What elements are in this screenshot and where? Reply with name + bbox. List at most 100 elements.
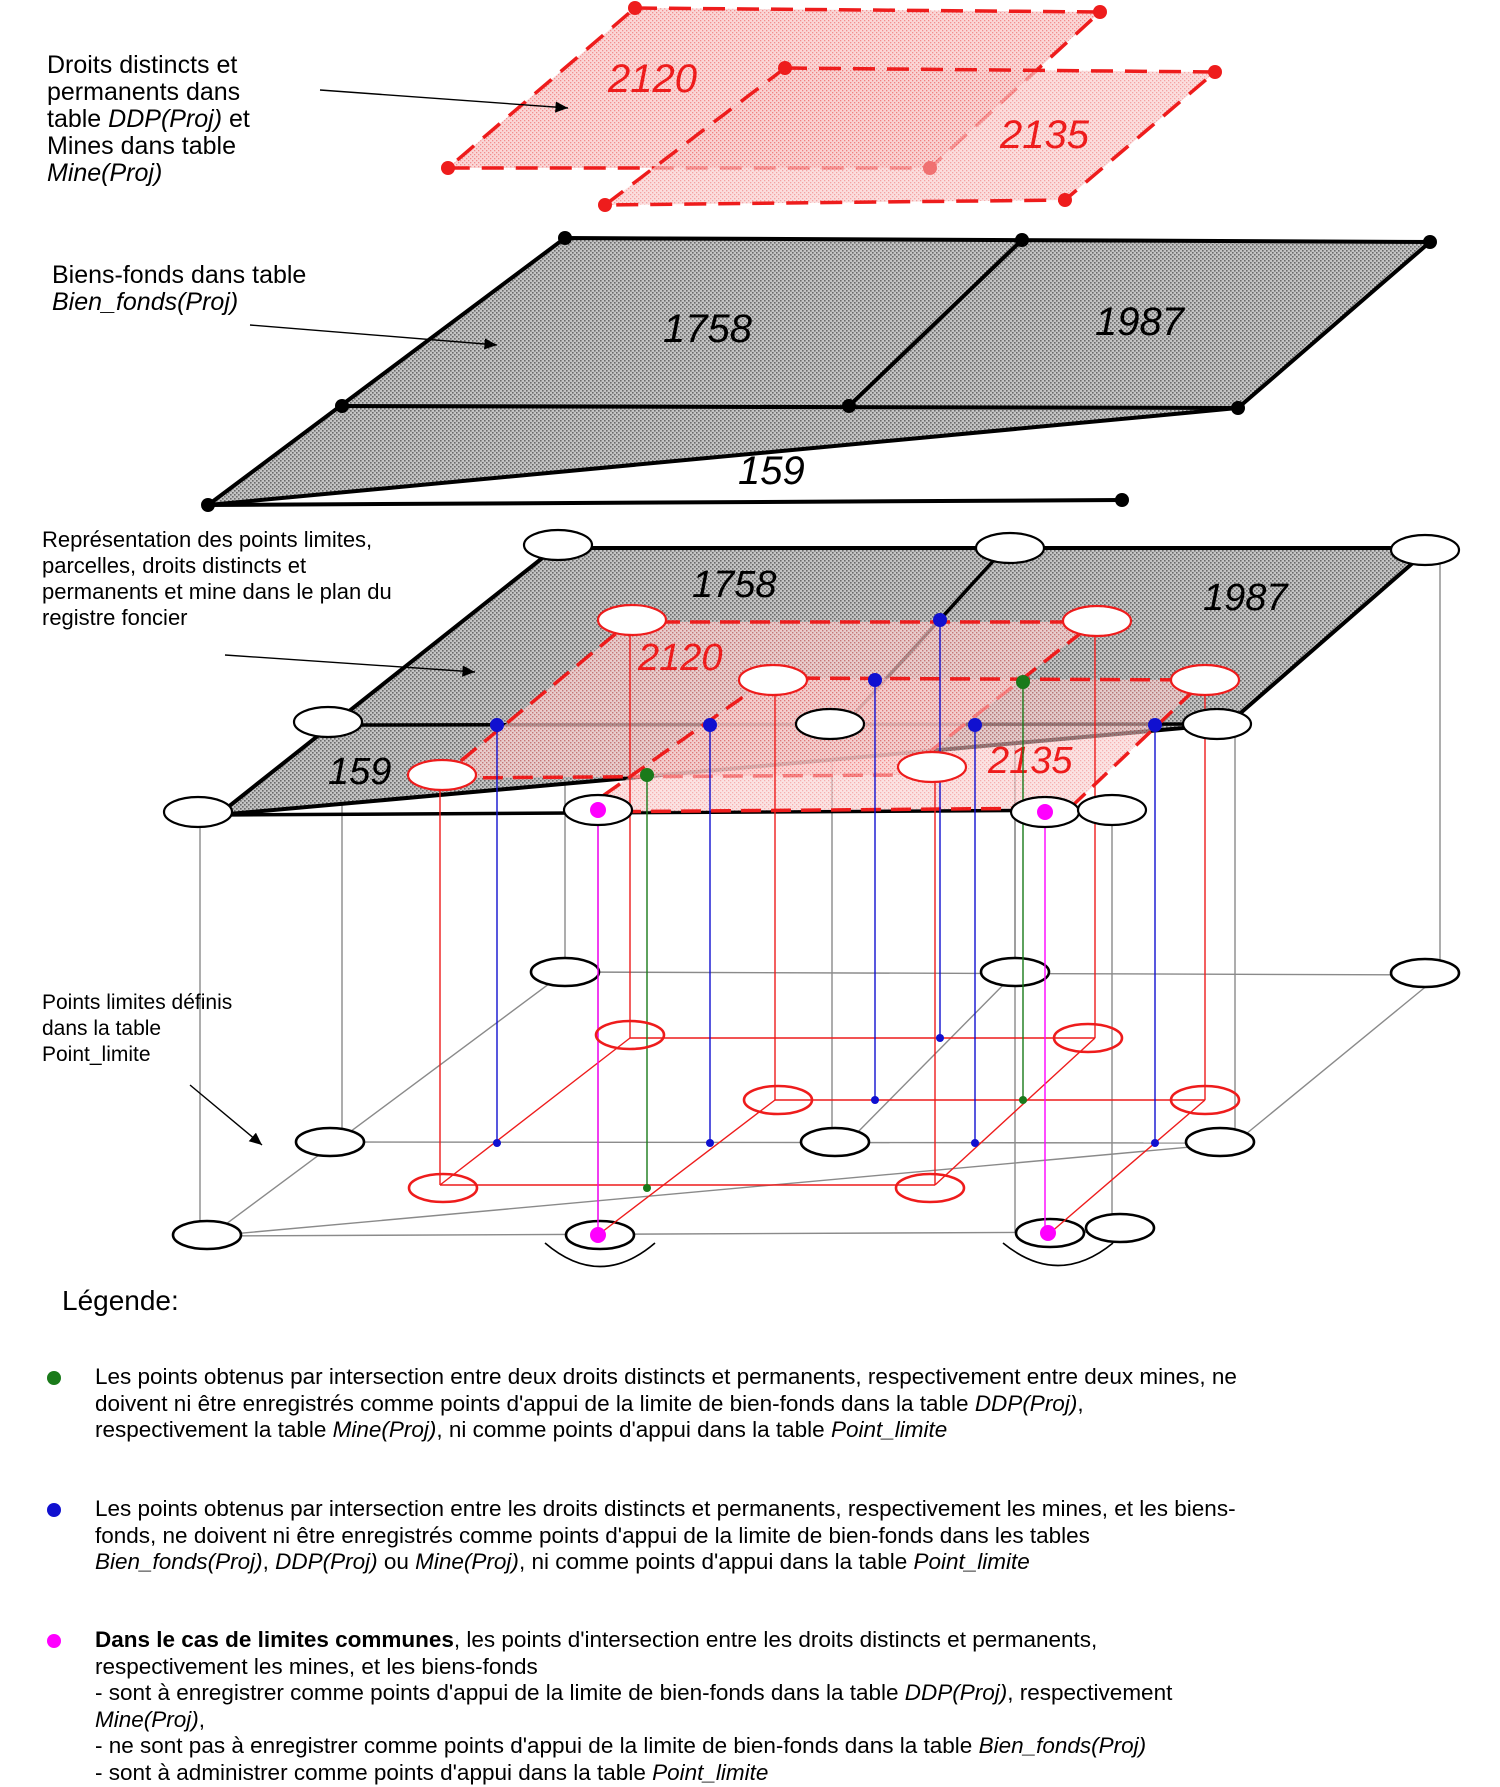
blue-point [490,718,504,732]
ddp-vertex [441,161,455,175]
bf-number-159: 159 [738,449,805,493]
magenta-dot-icon [47,1634,61,1648]
plan-point-ellipse [162,795,234,829]
plan-number-2135: 2135 [987,740,1073,782]
label-plan-line: parcelles, droits distincts et [42,553,307,578]
ddp-vertex [1208,65,1222,79]
legend-title: Légende: [62,1285,179,1316]
ddp-number-2120: 2120 [607,57,697,101]
ddp-vertex [1058,193,1072,207]
plan-ddp-point-ellipse [596,603,668,637]
plan-ddp-point-ellipse [1169,663,1241,697]
label-points-line: Points limites définis [42,991,233,1014]
ddp-vertex [628,1,642,15]
grid-ddp-point-ellipse [594,1019,666,1051]
green-point [1016,675,1030,689]
label-ddp-line: permanents dans [47,78,241,106]
magenta-point [590,802,606,818]
plan-ddp-point-ellipse [406,758,478,792]
bf-layer-shape [201,235,1436,508]
blue-point-small [871,1096,879,1104]
bien-fonds-layer: 1758 1987 159 [201,231,1437,512]
arrow-plan [224,654,476,677]
label-ddp-line: Mine(Proj) [47,159,163,187]
label-ddp-line: table DDP(Proj) et [47,105,250,133]
bf-vertex [1015,233,1029,247]
label-bf-line: Biens-fonds dans table [52,261,307,289]
plan-ddp-point-ellipse [896,750,968,784]
label-points: Points limites définis dans la table Poi… [42,990,232,1068]
arrow-ddp [319,89,569,113]
grid-point-ellipse [171,1219,243,1251]
bf-number-1987: 1987 [1095,300,1186,344]
grid-point-ellipse [1184,1126,1256,1158]
ddp-vertex [923,161,937,175]
bf-vertex [201,498,215,512]
grid-ddp-point-ellipse [1169,1084,1241,1116]
label-points-line: dans la table [42,1017,162,1040]
legend-item-green: Les points obtenus par intersection entr… [47,1364,1485,1444]
plan-ddp-2135-shape [574,676,1210,814]
legend-item-blue: Les points obtenus par intersection entr… [47,1496,1485,1576]
grid-ddp-point-ellipse [742,1084,814,1116]
plan-number-1758: 1758 [692,564,777,606]
grid-ddp-point-ellipse [894,1172,966,1204]
bf-vertex [335,399,349,413]
label-points-line: Point_limite [42,1043,151,1066]
label-plan-line: registre foncier [42,605,188,630]
magenta-point [590,1227,606,1243]
label-ddp-line: Mines dans table [47,132,237,160]
blue-point [1148,718,1162,732]
connectors [439,620,1206,1236]
ddp-layer: 2120 2135 [441,1,1222,212]
grid-ddp-point-ellipse [407,1172,479,1204]
legend-item-magenta: Dans le cas de limites communes, les poi… [47,1627,1485,1786]
plan-point-ellipse [1076,793,1148,827]
arrow-points [189,1084,263,1146]
ddp-vertex [1093,5,1107,19]
ddp-vertex [778,61,792,75]
blue-point-small [936,1034,944,1042]
green-point-small [1019,1096,1027,1104]
label-plan-line: permanents et mine dans le plan du [42,579,392,604]
arrow-bf [249,324,498,350]
bf-vertex [558,231,572,245]
green-point [640,768,654,782]
plan-point-ellipse [974,531,1046,565]
blue-point-small [971,1139,979,1147]
blue-dot-icon [47,1503,61,1517]
grid-point-ellipse [979,956,1051,988]
plan-point-ellipse [522,528,594,562]
grid-ddp-point-ellipse [1052,1022,1124,1054]
grid-point-ellipse [799,1126,871,1158]
ddp-number-2135: 2135 [999,113,1090,157]
plan-ddp-point-ellipse [737,663,809,697]
plan-layer: 1758 1987 2120 159 2135 [211,546,1436,818]
blue-point-small [706,1139,714,1147]
blue-point-small [493,1139,501,1147]
label-bien-fonds: Biens-fonds dans table Bien_fonds(Proj) [52,262,306,316]
plan-number-1987: 1987 [1203,577,1289,619]
blue-point [933,613,947,627]
plan-number-159: 159 [328,751,391,793]
label-plan: Représentation des points limites, parce… [42,527,392,631]
label-ddp: Droits distincts et permanents dans tabl… [47,52,250,187]
plan-ddp-point-ellipse [1061,604,1133,638]
bf-vertex [842,399,856,413]
plan-point-ellipse [794,707,866,741]
plan-number-2120: 2120 [637,637,723,679]
green-point-small [643,1184,651,1192]
diagram: 2120 2135 1758 1987 159 [162,1,1461,1268]
label-ddp-line: Droits distincts et [47,51,238,79]
bf-number-1758: 1758 [663,307,753,351]
blue-point-small [1151,1139,1159,1147]
green-dot-icon [47,1371,61,1385]
grid-point-ellipse [294,1126,366,1158]
blue-point [968,718,982,732]
label-bf-line: Bien_fonds(Proj) [52,288,239,316]
grid-point-ellipse [1389,957,1461,989]
label-plan-line: Représentation des points limites, [42,527,373,552]
blue-point [703,718,717,732]
magenta-point [1037,804,1053,820]
bf-vertex [1423,235,1437,249]
